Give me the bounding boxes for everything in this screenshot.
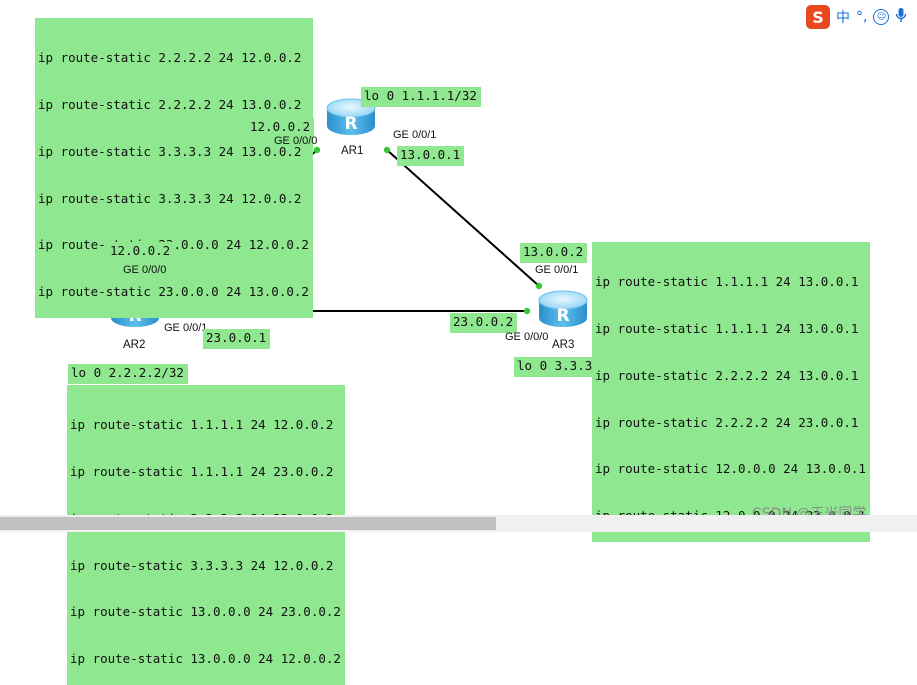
ar1-route-line: ip route-static 3.3.3.3 24 12.0.0.2 [38, 190, 302, 206]
ar1-route-box: ip route-static 2.2.2.2 24 12.0.0.2 ip r… [35, 18, 313, 319]
ar3-route-line: ip route-static 1.1.1.1 24 13.0.0.1 [595, 274, 859, 290]
ar3-route-line: ip route-static 2.2.2.2 24 23.0.0.1 [595, 414, 859, 430]
ar1-route-line: ip route-static 2.2.2.2 24 12.0.0.2 [38, 50, 302, 66]
ar2-route-line: ip route-static 13.0.0.0 24 12.0.0.2 [70, 651, 341, 667]
smiley-icon[interactable]: ☺ [873, 9, 890, 25]
ime-punctuation-toggle[interactable]: °, [856, 9, 868, 25]
ar1-route-line: ip route-static 23.0.0.0 24 13.0.0.2 [38, 284, 309, 300]
ar3-g000-ip-label: 23.0.0.2 [450, 313, 518, 333]
ar3-route-line: ip route-static 2.2.2.2 24 13.0.0.1 [595, 367, 859, 383]
ar2-g001-port-label: GE 0/0/1 [164, 322, 208, 334]
ar2-loopback-label: lo 0 2.2.2.2/32 [68, 364, 188, 384]
ar1-g001-port-label: GE 0/0/1 [393, 129, 437, 141]
ar1-route-line: ip route-static 3.3.3.3 24 13.0.0.2 [38, 143, 302, 159]
ar2-g000-ip-label: 12.0.0.2 [107, 242, 175, 262]
svg-text:R: R [556, 306, 569, 326]
ar3-g001-ip-label: 13.0.0.2 [520, 243, 588, 263]
ime-mode-toggle[interactable]: 中 [836, 10, 850, 26]
ar3-route-line: ip route-static 1.1.1.1 24 13.0.0.1 [595, 320, 859, 336]
ar2-g001-ip-label: 23.0.0.1 [203, 329, 271, 349]
ar3-route-line: ip route-static 12.0.0.0 24 13.0.0.1 [595, 461, 866, 477]
ar1-g000-port-label: GE 0/0/0 [274, 135, 318, 147]
ar2-g000-port-label: GE 0/0/0 [123, 264, 167, 276]
router-name-ar3: AR3 [552, 339, 575, 351]
router-icon-ar3[interactable]: R [538, 290, 588, 327]
port-dot-ar1-g001 [383, 146, 391, 154]
scrollbar-thumb[interactable] [0, 517, 496, 530]
horizontal-scrollbar[interactable] [0, 515, 917, 532]
ar2-route-line: ip route-static 1.1.1.1 24 12.0.0.2 [70, 417, 334, 433]
ar2-route-line: ip route-static 1.1.1.1 24 23.0.0.2 [70, 463, 334, 479]
ar1-loopback-label: lo 0 1.1.1.1/32 [361, 87, 481, 107]
ar2-route-line: ip route-static 3.3.3.3 24 12.0.0.2 [70, 557, 334, 573]
link-ar1-ar3 [386, 149, 540, 287]
router-name-ar2: AR2 [123, 339, 146, 351]
ar2-route-line: ip route-static 13.0.0.0 24 23.0.0.2 [70, 604, 341, 620]
ime-toolbar: S 中 °, ☺ [806, 4, 907, 30]
ar1-route-line: ip route-static 2.2.2.2 24 13.0.0.2 [38, 96, 302, 112]
ar1-g001-ip-label: 13.0.0.1 [397, 146, 465, 166]
svg-text:R: R [344, 114, 357, 134]
ime-logo-icon[interactable]: S [806, 5, 830, 29]
ar3-g000-port-label: GE 0/0/0 [505, 331, 549, 343]
port-dot-ar3-g000 [523, 307, 531, 315]
port-dot-ar1-g000 [313, 146, 321, 154]
microphone-icon[interactable] [895, 7, 907, 27]
ar1-g000-ip-label: 12.0.0.2 [247, 118, 315, 138]
port-dot-ar3-g001 [535, 282, 543, 290]
ar3-route-box: ip route-static 1.1.1.1 24 13.0.0.1 ip r… [592, 242, 870, 543]
ar2-route-box: ip route-static 1.1.1.1 24 12.0.0.2 ip r… [67, 385, 345, 685]
ar3-g001-port-label: GE 0/0/1 [535, 264, 579, 276]
router-name-ar1: AR1 [341, 145, 364, 157]
